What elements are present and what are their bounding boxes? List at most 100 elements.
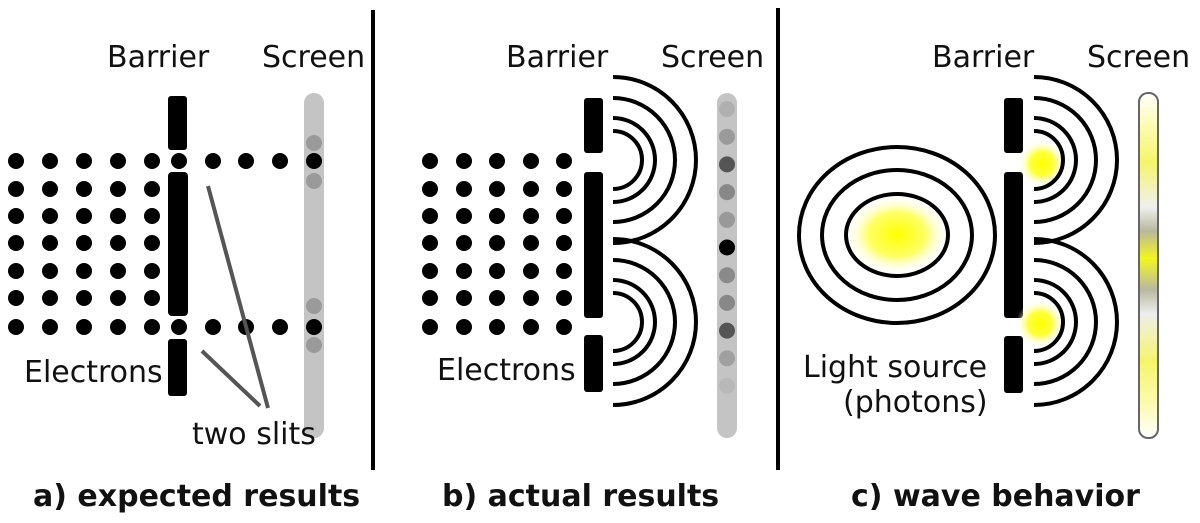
electron-dot bbox=[456, 181, 472, 197]
electron-dot bbox=[556, 153, 572, 169]
two-slits-label: two slits bbox=[192, 417, 316, 452]
electron-dot bbox=[489, 208, 505, 224]
electron-dot bbox=[8, 181, 24, 197]
electron-dot bbox=[456, 290, 472, 306]
slit-glow-bottom bbox=[1016, 300, 1064, 348]
electron-dot bbox=[8, 235, 24, 251]
electron-dot bbox=[110, 235, 126, 251]
electron-dot bbox=[110, 290, 126, 306]
screen-spot bbox=[306, 173, 322, 189]
wave-arc bbox=[1033, 96, 1098, 224]
electron-dot bbox=[489, 290, 505, 306]
wave-arc bbox=[1033, 116, 1078, 204]
barrier-top bbox=[584, 98, 603, 153]
electron-dot bbox=[422, 263, 438, 279]
wave-arc bbox=[1033, 291, 1065, 353]
wave-arc bbox=[612, 75, 698, 245]
screen-spot bbox=[719, 101, 735, 117]
electron-dot bbox=[8, 263, 24, 279]
barrier-bottom bbox=[168, 339, 187, 396]
electron-dot bbox=[523, 290, 539, 306]
interference-waves bbox=[612, 75, 698, 407]
screen-spot bbox=[719, 239, 735, 256]
screen-spot bbox=[719, 156, 735, 173]
screen-spot bbox=[719, 211, 735, 228]
wave-arc bbox=[1033, 258, 1098, 386]
electron-dot bbox=[456, 208, 472, 224]
wave-arc bbox=[612, 291, 644, 353]
electron-dot bbox=[556, 208, 572, 224]
electron-dot bbox=[556, 235, 572, 251]
electron-dot bbox=[8, 208, 24, 224]
electron-dot bbox=[8, 290, 24, 306]
screen-label: Screen bbox=[262, 40, 365, 75]
electron-dot bbox=[422, 153, 438, 169]
electron-dot bbox=[489, 235, 505, 251]
electron-dot bbox=[8, 319, 24, 335]
electron-dot bbox=[523, 263, 539, 279]
electron-dot bbox=[523, 319, 539, 335]
electron-dot bbox=[205, 153, 221, 169]
electron-dot bbox=[144, 235, 160, 251]
electron-dot bbox=[42, 208, 58, 224]
light-wave-ring-3 bbox=[797, 145, 997, 325]
slit-pointer-bottom bbox=[200, 349, 262, 408]
caption-a: a) expected results bbox=[33, 479, 360, 514]
electron-dot bbox=[42, 153, 58, 169]
electron-dot bbox=[456, 263, 472, 279]
screen-spots bbox=[719, 101, 735, 394]
electron-dot bbox=[42, 235, 58, 251]
wave-arc bbox=[1033, 237, 1119, 407]
barrier-top bbox=[168, 96, 187, 150]
barrier-middle bbox=[1004, 172, 1023, 318]
electron-dot bbox=[422, 208, 438, 224]
light-wave-ring-1 bbox=[844, 192, 950, 278]
wave-arc bbox=[612, 258, 677, 386]
screen bbox=[717, 93, 737, 438]
screen-spot bbox=[719, 378, 735, 394]
screen-spots bbox=[306, 135, 322, 353]
electrons-label: Electrons bbox=[24, 355, 163, 390]
screen-label: Screen bbox=[1087, 40, 1190, 75]
electron-dot bbox=[523, 181, 539, 197]
slit-glow-top bbox=[1018, 140, 1066, 188]
interference-waves bbox=[1033, 75, 1119, 407]
electron-dot bbox=[76, 290, 92, 306]
barrier-bottom bbox=[584, 335, 603, 392]
wave-arc bbox=[612, 278, 657, 366]
caption-c: c) wave behavior bbox=[851, 479, 1140, 514]
electron-dot bbox=[110, 208, 126, 224]
electron-dot bbox=[489, 263, 505, 279]
electron-dot bbox=[456, 319, 472, 335]
electron-dot bbox=[144, 181, 160, 197]
wave-arc bbox=[612, 116, 657, 204]
electron-dot bbox=[76, 153, 92, 169]
electron-dot bbox=[144, 319, 160, 335]
barrier-bottom bbox=[1004, 336, 1023, 393]
barrier-middle bbox=[584, 172, 603, 318]
electron-dot bbox=[110, 319, 126, 335]
wave-arc bbox=[1033, 75, 1119, 245]
electrons-label: Electrons bbox=[437, 353, 576, 388]
screen-spot bbox=[306, 337, 322, 353]
screen-spot bbox=[719, 350, 735, 367]
panel-b: Barrier Screen Electrons b) actual resul… bbox=[422, 40, 764, 514]
panel-c: Barrier Screen Light source (photons) c)… bbox=[797, 40, 1190, 514]
screen-label: Screen bbox=[661, 40, 764, 75]
electron-dot bbox=[76, 263, 92, 279]
light-wave-ring-2 bbox=[820, 168, 974, 302]
barrier-top bbox=[1004, 98, 1023, 153]
wave-arc bbox=[1033, 278, 1078, 366]
caption-b: b) actual results bbox=[442, 479, 719, 514]
electron-dot bbox=[523, 153, 539, 169]
light-source-label: Light source bbox=[803, 350, 987, 385]
wave-arc bbox=[612, 237, 698, 407]
electron-dot bbox=[489, 181, 505, 197]
electron-dot bbox=[76, 181, 92, 197]
electron-dot bbox=[76, 319, 92, 335]
wave-arc bbox=[612, 129, 644, 191]
electron-dot bbox=[110, 181, 126, 197]
electron-dot bbox=[144, 290, 160, 306]
electron-dot bbox=[171, 319, 187, 335]
